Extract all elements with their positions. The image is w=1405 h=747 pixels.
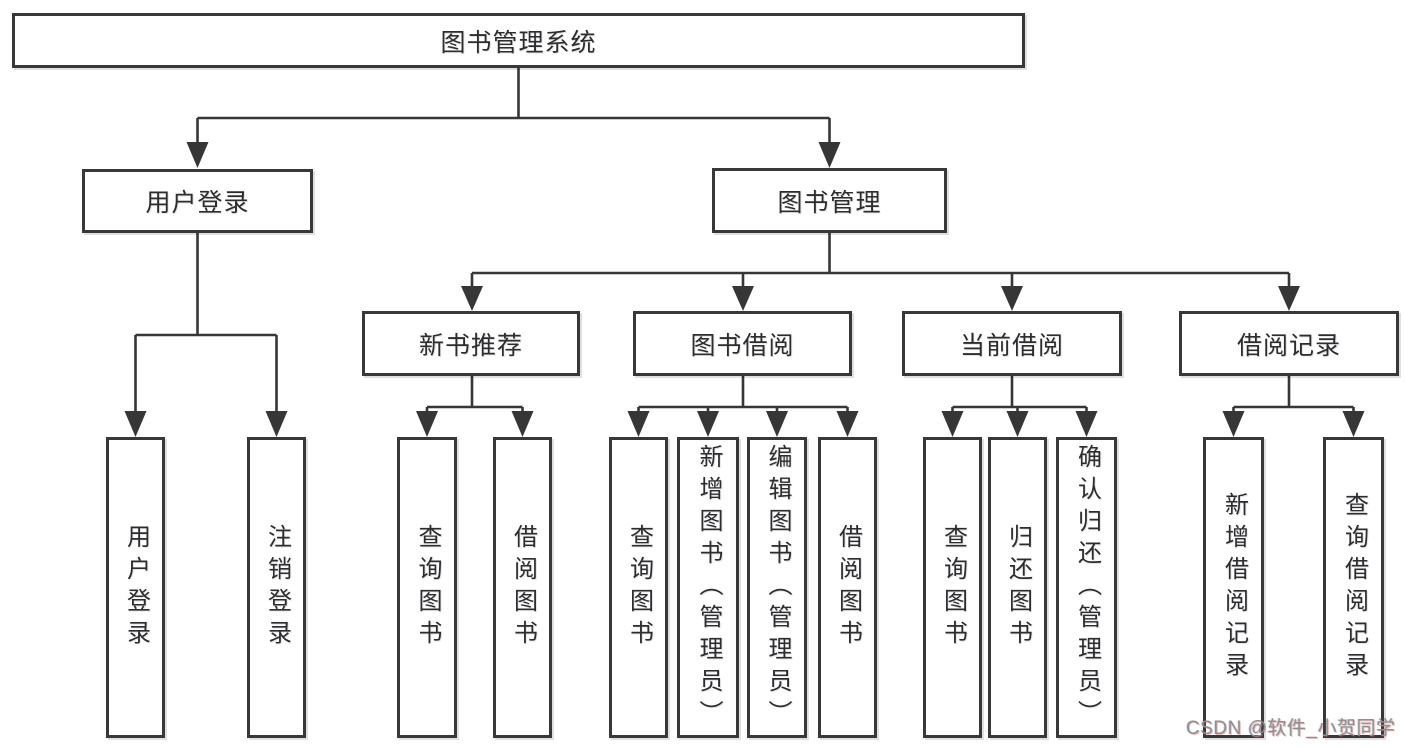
arrowhead [836, 411, 859, 437]
node-current-borrowing: 当前借阅 [902, 311, 1122, 376]
node-label: 新书推荐 [418, 331, 523, 360]
arrowhead [186, 142, 209, 168]
node-label: 图书管理 [777, 188, 882, 217]
leaf-edit-book-admin: 编辑图书（管理员） [747, 437, 807, 738]
node-user-login: 用户登录 [82, 169, 313, 233]
node-label: 用户登录 [122, 523, 150, 652]
node-label: 新增图书（管理员） [695, 443, 722, 732]
connector-new-book-rec-to-leaves [425, 376, 524, 414]
node-label: 归还图书 [1004, 523, 1032, 652]
arrowhead [732, 286, 754, 311]
leaf-query-book-under-recommend: 查询图书 [397, 437, 457, 738]
arrowhead [1278, 286, 1300, 311]
connector-root-to-level2 [196, 68, 831, 144]
node-label: 编辑图书（管理员） [764, 443, 791, 732]
node-label: 查询借阅记录 [1340, 491, 1368, 684]
node-label: 图书管理系统 [440, 28, 597, 57]
node-book-management: 图书管理 [712, 168, 947, 233]
arrowhead [1006, 411, 1029, 437]
arrowhead [697, 411, 719, 437]
connector-current-borrow-to-leaves [951, 376, 1088, 414]
node-label: 借阅记录 [1236, 331, 1341, 360]
arrowhead [511, 411, 534, 437]
arrowhead [941, 411, 964, 437]
node-label: 查询图书 [625, 523, 653, 652]
leaf-query-borrow-record: 查询借阅记录 [1323, 437, 1384, 738]
leaf-logout: 注销登录 [247, 437, 306, 738]
node-label: 图书借阅 [690, 331, 795, 360]
connector-user-login-to-leaves [134, 233, 278, 412]
leaf-borrow-book-under-recommend: 借阅图书 [493, 437, 552, 738]
node-label: 当前借阅 [959, 331, 1064, 360]
node-label: 用户登录 [145, 189, 250, 217]
connector-book-mgmt-to-level3 [470, 233, 1291, 287]
leaf-query-book-under-borrowing: 查询图书 [609, 437, 668, 738]
arrowhead [1222, 411, 1245, 437]
arrowhead [461, 286, 483, 311]
csdn-watermark: CSDN @软件_小贺同学 [1186, 718, 1396, 739]
arrowhead [1342, 411, 1365, 437]
leaf-add-borrow-record: 新增借阅记录 [1203, 437, 1264, 738]
leaf-return-book: 归还图书 [988, 437, 1047, 738]
leaf-query-book-under-current: 查询图书 [923, 437, 982, 738]
node-book-borrowing: 图书借阅 [633, 311, 852, 376]
connector-borrow-record-to-leaves [1232, 376, 1355, 414]
arrowhead [416, 411, 438, 437]
arrowhead [265, 411, 288, 437]
leaf-add-book-admin: 新增图书（管理员） [677, 437, 739, 738]
arrowhead [1001, 286, 1023, 311]
node-label: 借阅图书 [509, 523, 537, 652]
node-label: 确认归还（管理员） [1073, 443, 1101, 732]
node-new-book-recommend: 新书推荐 [362, 311, 580, 376]
node-label: 新增借阅记录 [1220, 491, 1248, 684]
node-root-library-system: 图书管理系统 [12, 13, 1025, 68]
arrowhead [818, 142, 841, 168]
node-label: 查询图书 [939, 523, 967, 652]
node-label: 借阅图书 [834, 523, 862, 652]
leaf-borrow-book-under-borrowing: 借阅图书 [818, 437, 877, 738]
arrowhead [627, 411, 650, 437]
leaf-confirm-return-admin: 确认归还（管理员） [1056, 437, 1117, 738]
arrowhead [766, 411, 788, 437]
node-label: 查询图书 [414, 523, 441, 652]
node-borrow-records: 借阅记录 [1179, 311, 1399, 376]
connector-book-borrow-to-leaves [637, 376, 849, 414]
leaf-user-login: 用户登录 [106, 437, 165, 738]
node-label: 注销登录 [263, 523, 291, 652]
arrowhead [124, 411, 147, 437]
arrowhead [1075, 411, 1098, 437]
